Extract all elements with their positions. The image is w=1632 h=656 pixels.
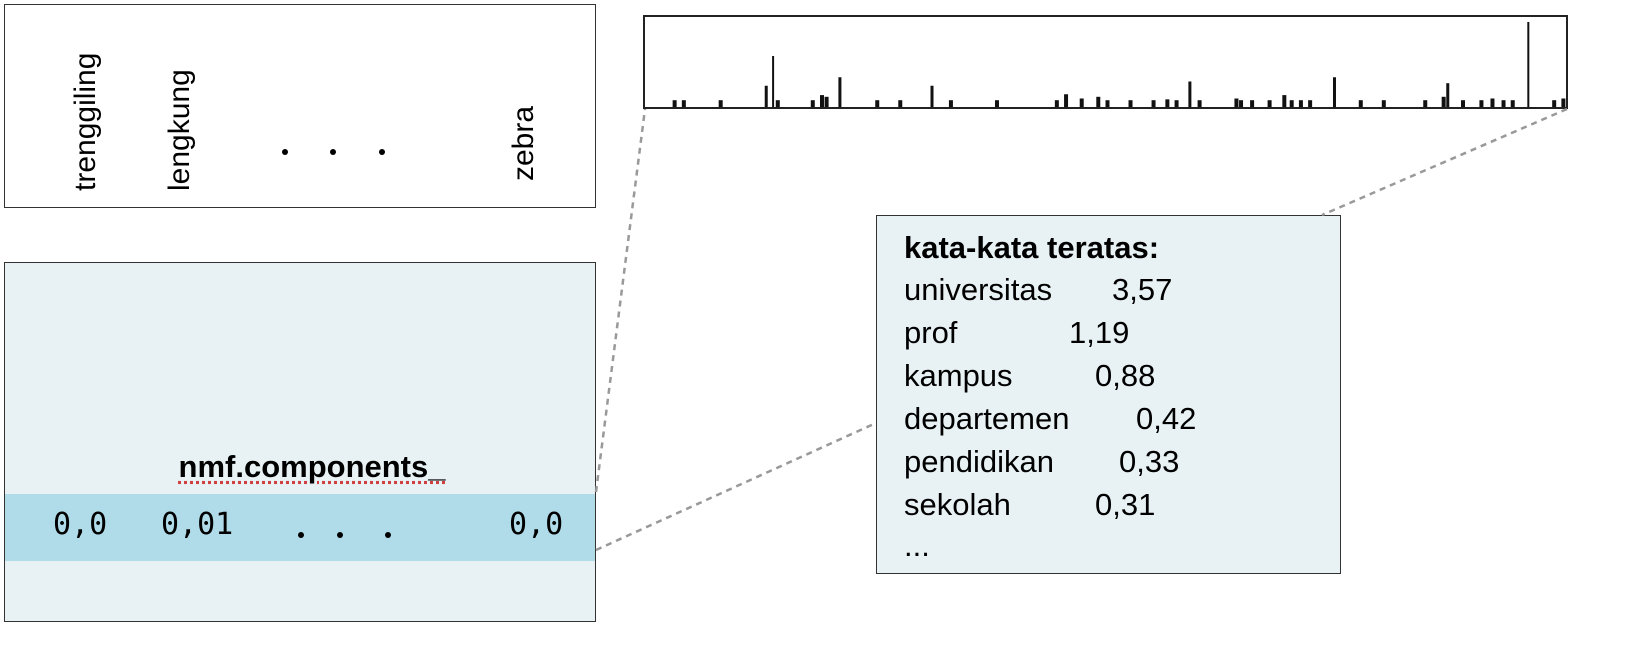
ellipsis-dot xyxy=(337,532,343,538)
top-words-title: kata-kata teratas: xyxy=(904,230,1160,265)
vocab-word-zebra: zebra xyxy=(507,105,540,181)
vocab-word-lengkung: lengkung xyxy=(163,69,196,191)
top-word-value: 1,19 xyxy=(1069,315,1130,350)
ellipsis-dot xyxy=(282,149,288,155)
top-word-value: 0,42 xyxy=(1136,401,1197,436)
top-word-row: sekolah 0,31 xyxy=(904,487,1155,522)
top-word-value: 3,57 xyxy=(1112,272,1173,307)
top-word: universitas xyxy=(904,272,1053,307)
top-word: sekolah xyxy=(904,487,1011,522)
top-word-row: kampus 0,88 xyxy=(904,358,1155,393)
top-words-more: ... xyxy=(904,528,930,563)
component-weights-chart xyxy=(643,15,1568,109)
ellipsis-dot xyxy=(298,532,304,538)
top-word-value: 0,33 xyxy=(1119,444,1180,479)
top-word: prof xyxy=(904,315,958,350)
vocab-word-trenggiling: trenggiling xyxy=(69,52,102,191)
top-word-row: universitas 3,57 xyxy=(904,272,1172,307)
top-word: pendidikan xyxy=(904,444,1054,479)
component-value-first: 0,0 xyxy=(53,507,108,542)
connector-row-to-words xyxy=(595,421,877,552)
connector-chart-right-to-words xyxy=(1321,107,1568,217)
connector-row-to-chart-left xyxy=(594,108,647,493)
top-word-row: pendidikan 0,33 xyxy=(904,444,1179,479)
component-value-second: 0,01 xyxy=(161,507,234,542)
ellipsis-dot xyxy=(379,149,385,155)
top-word-value: 0,88 xyxy=(1095,358,1156,393)
nmf-components-label: nmf.components_ xyxy=(178,449,446,484)
top-word-row: departemen 0,42 xyxy=(904,401,1196,436)
chart-frame xyxy=(643,15,1568,109)
ellipsis-dot xyxy=(330,149,336,155)
top-word: kampus xyxy=(904,358,1013,393)
nmf-components-title: nmf.components_ xyxy=(5,449,595,485)
top-words-panel: kata-kata teratas: universitas 3,57 prof… xyxy=(876,215,1341,574)
component-row-highlight: 0,0 0,01 0,0 xyxy=(5,494,595,561)
top-word: departemen xyxy=(904,401,1070,436)
vocabulary-panel: trenggiling lengkung zebra xyxy=(4,4,596,208)
top-word-row: prof 1,19 xyxy=(904,315,1129,350)
component-value-last: 0,0 xyxy=(509,507,564,542)
nmf-components-panel: nmf.components_ 0,0 0,01 0,0 xyxy=(4,262,596,622)
top-word-value: 0,31 xyxy=(1095,487,1156,522)
ellipsis-dot xyxy=(385,532,391,538)
weight-spikes xyxy=(672,22,1566,107)
